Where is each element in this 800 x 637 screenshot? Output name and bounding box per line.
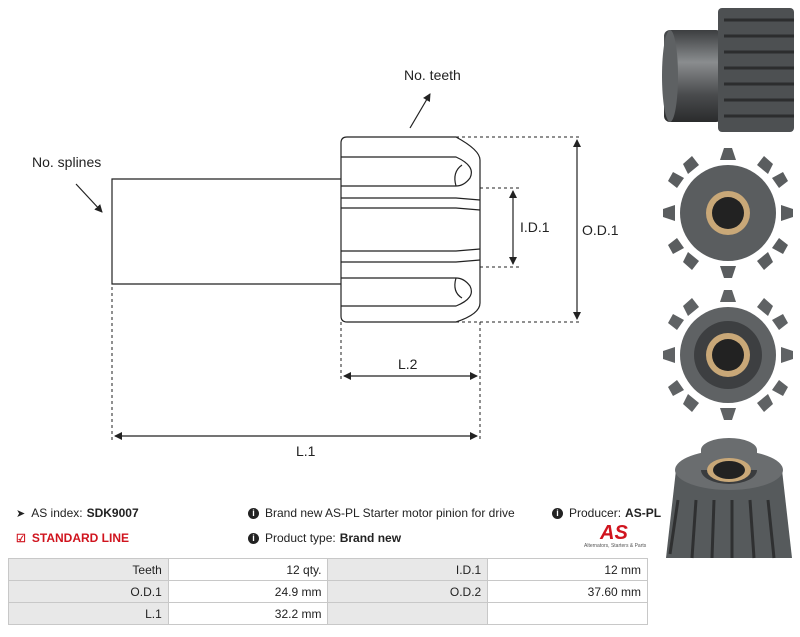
label-no-splines: No. splines	[32, 154, 101, 170]
producer-value: AS-PL	[625, 506, 662, 520]
logo-mark: AS	[600, 522, 628, 544]
standard-line-label: STANDARD LINE	[31, 531, 129, 545]
spec-label: I.D.1	[327, 558, 489, 581]
specs-table: Teeth 12 qty. I.D.1 12 mm O.D.1 24.9 mm …	[8, 558, 648, 625]
gear-teeth	[663, 148, 793, 278]
as-pl-logo: AS Alternators, Starters & Parts	[584, 522, 650, 552]
spec-label: O.D.1	[8, 580, 169, 603]
photo-angled-view	[666, 438, 792, 559]
as-index-row: ➤ AS index: SDK9007	[16, 506, 139, 520]
label-l1: L.1	[296, 443, 316, 459]
info-icon: i	[248, 532, 259, 544]
logo-tagline: Alternators, Starters & Parts	[584, 543, 647, 549]
product-type-value: Brand new	[339, 531, 402, 545]
table-row: L.1 32.2 mm	[8, 602, 648, 625]
product-type-label: Product type:	[265, 531, 336, 545]
spec-value: 32.2 mm	[167, 602, 329, 625]
label-no-teeth: No. teeth	[404, 67, 461, 83]
description-text: Brand new AS-PL Starter motor pinion for…	[265, 506, 515, 520]
pinion-outline	[340, 136, 481, 323]
as-index-label: AS index:	[31, 506, 83, 520]
label-l2: L.2	[398, 356, 418, 372]
spec-label: O.D.2	[327, 580, 489, 603]
label-od1: O.D.1	[582, 222, 619, 238]
spec-value	[487, 602, 648, 625]
producer-label: Producer:	[569, 506, 622, 520]
spec-value: 37.60 mm	[487, 580, 648, 603]
spec-label: Teeth	[8, 558, 169, 581]
table-row: Teeth 12 qty. I.D.1 12 mm	[8, 558, 648, 581]
technical-drawing: No. teeth No. splines I.D.1 O.D.1 L.2 L.…	[32, 67, 619, 459]
photo-side-view	[662, 8, 794, 132]
label-id1: I.D.1	[520, 219, 550, 235]
photo-front-gear	[663, 148, 793, 278]
photo-back-gear	[663, 290, 793, 420]
spec-value: 12 qty.	[167, 558, 329, 581]
table-row: O.D.1 24.9 mm O.D.2 37.60 mm	[8, 580, 648, 603]
spec-label	[327, 602, 489, 625]
info-icon: i	[248, 507, 259, 519]
spec-value: 12 mm	[487, 558, 648, 581]
spec-value: 24.9 mm	[167, 580, 329, 603]
product-photos	[658, 0, 800, 600]
spec-label: L.1	[8, 602, 169, 625]
check-square-icon: ☑	[16, 532, 26, 545]
info-icon: i	[552, 507, 563, 519]
description-row: i Brand new AS-PL Starter motor pinion f…	[248, 506, 515, 520]
producer-row: i Producer: AS-PL	[552, 506, 661, 520]
standard-line-row: ☑ STANDARD LINE	[16, 531, 129, 545]
tag-icon: ➤	[16, 507, 26, 520]
as-index-value: SDK9007	[86, 506, 139, 520]
product-type-row: i Product type: Brand new	[248, 531, 401, 545]
shaft-outline	[111, 178, 341, 285]
